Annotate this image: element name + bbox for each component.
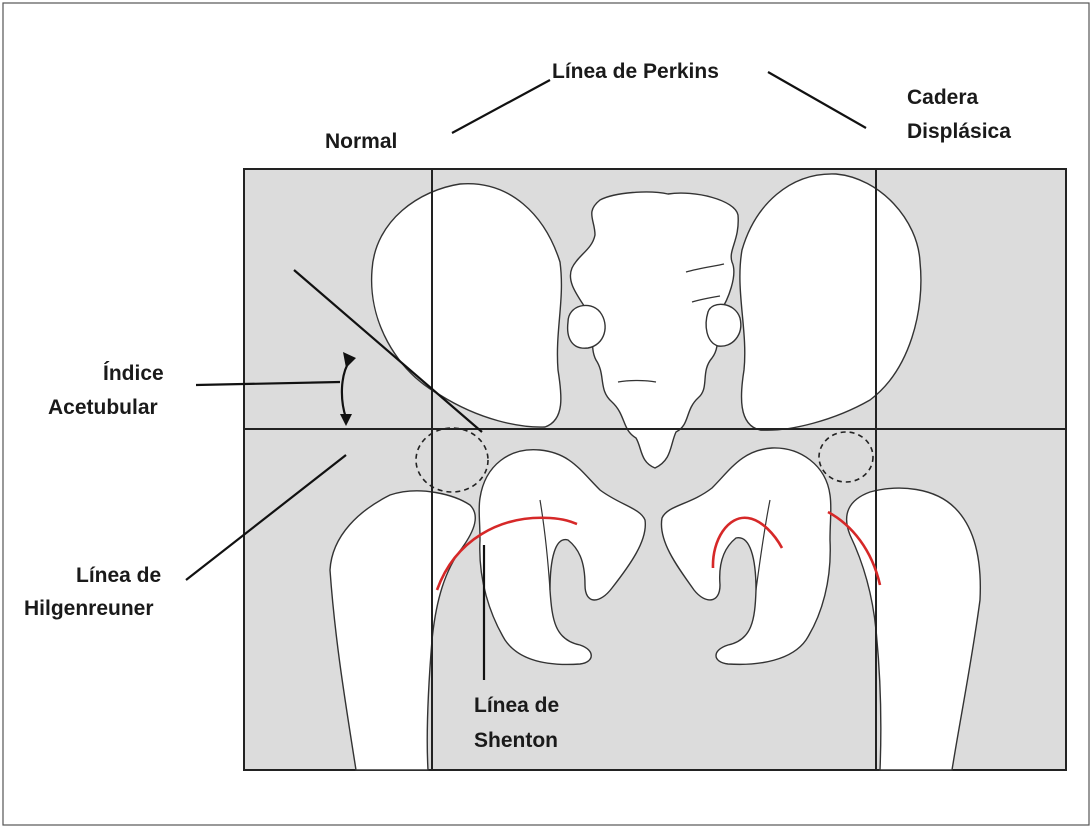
perkins-pointer-right [768,72,866,128]
shenton-label-line2: Shenton [474,729,558,752]
hilgenreiner-label-line2: Hilgenreuner [24,597,154,620]
left-sacroiliac-joint [568,305,605,348]
acetabular-label-line2: Acetubular [48,396,158,419]
normal-label: Normal [325,130,397,153]
dysplastic-label-line1: Cadera [907,86,979,109]
acetabular-label-line1: Índice [103,362,164,385]
hilgenreiner-label-line1: Línea de [76,564,161,587]
dysplastic-label-line2: Displásica [907,120,1011,143]
perkins-pointer-left [452,80,550,133]
perkins-label: Línea de Perkins [552,60,719,83]
shenton-label-line1: Línea de [474,694,559,717]
right-sacroiliac-joint [706,304,741,346]
